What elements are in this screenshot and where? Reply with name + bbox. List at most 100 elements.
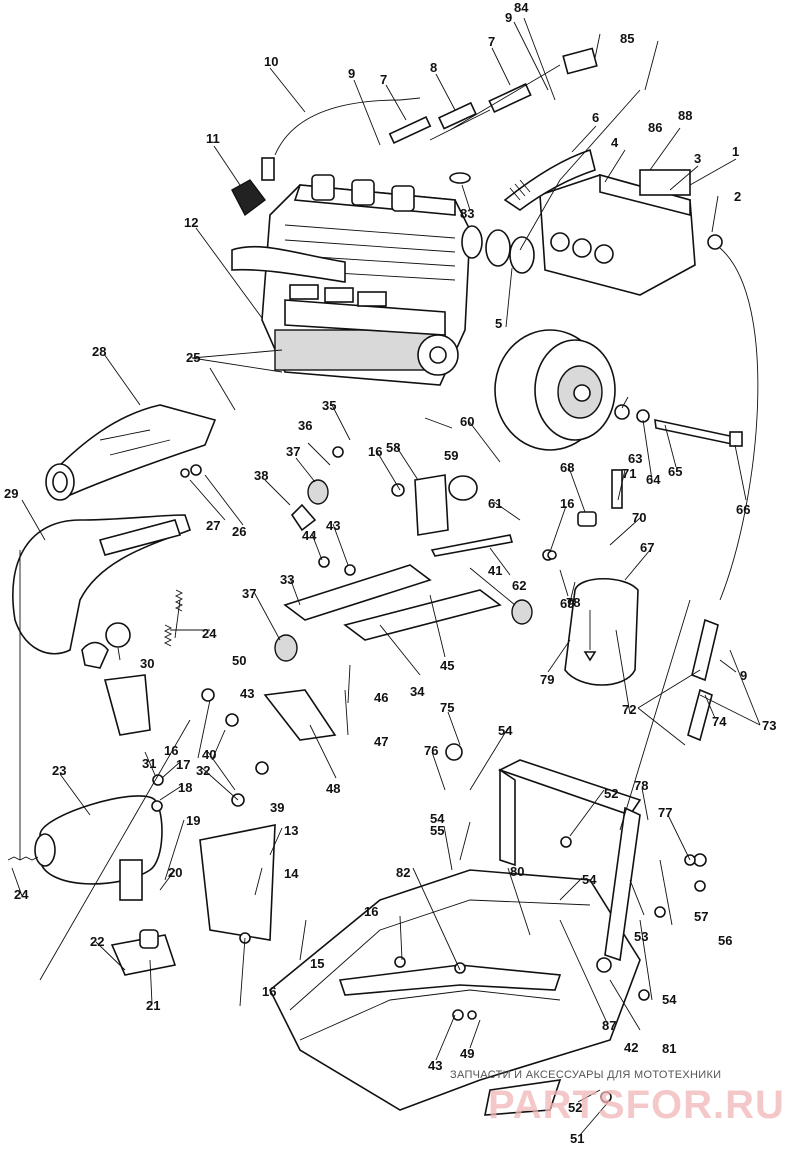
callout-16c: 16: [164, 743, 178, 758]
callout-34: 34: [410, 684, 425, 699]
callout-43c: 43: [428, 1058, 442, 1073]
callout-16b: 16: [560, 496, 574, 511]
callout-numbers: 1 2 3 4 5 6 7 7 8 9 9 9 9 10 11 12 13 14…: [4, 0, 776, 1146]
callout-52a: 52: [604, 786, 618, 801]
callout-16e: 16: [262, 984, 276, 999]
callout-51: 51: [570, 1131, 584, 1146]
callout-27: 27: [206, 518, 220, 533]
callout-16a: 16: [368, 444, 382, 459]
callout-10: 10: [264, 54, 278, 69]
callout-78a: 78: [566, 595, 580, 610]
callout-55: 55: [430, 823, 444, 838]
springs: [163, 589, 184, 647]
callout-20: 20: [168, 865, 182, 880]
exhaust-manifold: [45, 404, 217, 501]
callout-29: 29: [4, 486, 18, 501]
drive-clutch: [494, 329, 616, 451]
callout-39: 39: [270, 800, 284, 815]
callout-9b: 9: [505, 10, 512, 25]
callout-5: 5: [495, 316, 502, 331]
clutch-bolt: [614, 404, 743, 447]
callout-62: 62: [512, 578, 526, 593]
callout-74: 74: [712, 714, 727, 729]
callout-7b: 7: [380, 72, 387, 87]
callout-43a: 43: [326, 518, 340, 533]
callout-52b: 52: [568, 1100, 582, 1115]
callout-38: 38: [254, 468, 268, 483]
callout-65: 65: [668, 464, 682, 479]
callout-22: 22: [90, 934, 104, 949]
callout-23: 23: [52, 763, 66, 778]
callout-70: 70: [632, 510, 646, 525]
callout-16d: 16: [364, 904, 378, 919]
callout-81: 81: [662, 1041, 676, 1056]
callout-11: 11: [206, 131, 220, 146]
engine-mounts: [199, 474, 533, 941]
callout-37a: 37: [286, 444, 300, 459]
callout-73: 73: [762, 718, 776, 733]
callout-83: 83: [460, 206, 474, 221]
callout-19: 19: [186, 813, 200, 828]
key: [261, 157, 275, 181]
bracket: [103, 674, 151, 736]
callout-77: 77: [658, 805, 672, 820]
callout-54a: 54: [498, 723, 513, 738]
throttle-cables: [274, 47, 598, 184]
callout-4: 4: [611, 135, 619, 150]
callout-59: 59: [444, 448, 458, 463]
callout-69: 69: [560, 596, 574, 611]
muffler: [7, 795, 163, 901]
callout-56: 56: [718, 933, 732, 948]
callout-63: 63: [628, 451, 642, 466]
callout-79: 79: [540, 672, 554, 687]
callout-76: 76: [424, 743, 438, 758]
callout-53: 53: [634, 929, 648, 944]
callout-28: 28: [92, 344, 106, 359]
callout-66: 66: [736, 502, 750, 517]
callout-68: 68: [560, 460, 574, 475]
callout-7a: 7: [488, 34, 495, 49]
cable-routing-lines: [19, 89, 759, 981]
callout-31: 31: [142, 756, 156, 771]
callout-41: 41: [488, 563, 502, 578]
callout-87: 87: [602, 1018, 616, 1033]
callout-9a: 9: [348, 66, 355, 81]
carburetor-boots: [461, 225, 535, 274]
callout-25: 25: [186, 350, 200, 365]
callout-50: 50: [232, 653, 246, 668]
callout-75: 75: [440, 700, 454, 715]
callout-54b: 54: [430, 811, 445, 826]
callout-12: 12: [184, 215, 198, 230]
callout-3: 3: [694, 151, 701, 166]
callout-67: 67: [640, 540, 654, 555]
callout-61: 61: [488, 496, 502, 511]
callout-13: 13: [284, 823, 298, 838]
callout-80: 80: [510, 864, 524, 879]
callout-84: 84: [514, 0, 529, 15]
callout-45: 45: [440, 658, 454, 673]
callout-26: 26: [232, 524, 246, 539]
callout-44: 44: [302, 528, 317, 543]
callout-57: 57: [694, 909, 708, 924]
callout-37b: 37: [242, 586, 256, 601]
air-box: [503, 148, 696, 296]
callout-86: 86: [648, 120, 662, 135]
callout-58: 58: [386, 440, 400, 455]
callout-21: 21: [146, 998, 160, 1013]
callout-72: 72: [622, 702, 636, 717]
callout-15: 15: [310, 956, 324, 971]
callout-32: 32: [196, 763, 210, 778]
callout-40: 40: [202, 747, 216, 762]
callout-1: 1: [732, 144, 739, 159]
callout-82: 82: [396, 865, 410, 880]
callout-18: 18: [178, 780, 192, 795]
watermark-logo: PARTSFOR.RU: [488, 1083, 785, 1127]
callout-17: 17: [176, 757, 190, 772]
callout-47: 47: [374, 734, 388, 749]
callout-30: 30: [140, 656, 154, 671]
callout-2: 2: [734, 189, 741, 204]
callout-9c: 9: [740, 668, 747, 683]
callout-88: 88: [678, 108, 692, 123]
engine-assembly: [231, 174, 471, 386]
